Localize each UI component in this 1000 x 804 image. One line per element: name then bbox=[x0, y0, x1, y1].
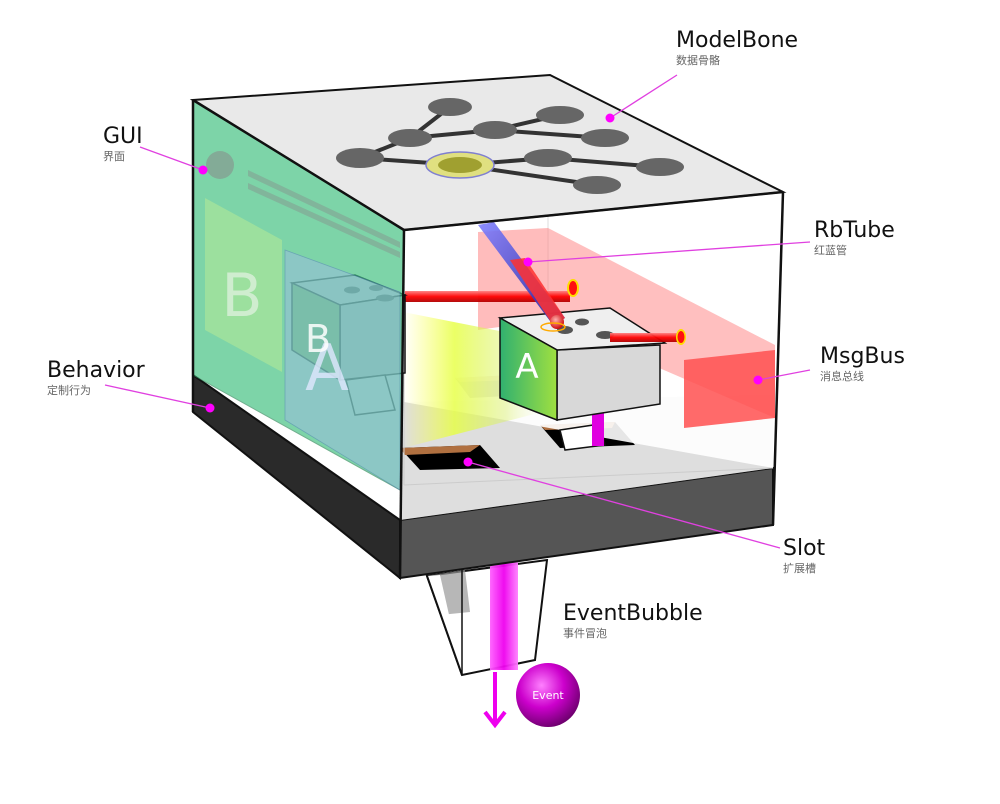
red-tube bbox=[405, 279, 686, 345]
module-a: A bbox=[497, 307, 668, 451]
label-msgbus-en: MsgBus bbox=[820, 344, 905, 369]
event-stem bbox=[425, 558, 549, 677]
label-modelbone-zh: 数据骨骼 bbox=[676, 54, 720, 67]
label-eventbubble-en: EventBubble bbox=[563, 601, 703, 626]
modelbone-lid bbox=[189, 73, 787, 232]
label-gui: GUI 界面 bbox=[103, 124, 143, 163]
tile-b-label: B bbox=[221, 261, 262, 331]
arrow-down-icon bbox=[483, 672, 507, 729]
box-frame bbox=[191, 98, 785, 579]
label-gui-zh: 界面 bbox=[103, 150, 125, 163]
label-eventbubble: EventBubble 事件冒泡 bbox=[563, 601, 703, 640]
label-slot-en: Slot bbox=[783, 536, 826, 561]
label-slot: Slot 扩展槽 bbox=[783, 536, 826, 575]
label-eventbubble-zh: 事件冒泡 bbox=[563, 627, 607, 640]
label-modelbone: ModelBone 数据骨骼 bbox=[676, 28, 799, 67]
callout-lines bbox=[104, 74, 811, 549]
label-rbtube-en: RbTube bbox=[814, 218, 895, 243]
label-behavior: Behavior 定制行为 bbox=[47, 358, 145, 397]
event-ball-label: Event bbox=[532, 689, 564, 702]
callout-dots bbox=[198, 113, 763, 467]
rb-tube bbox=[478, 222, 566, 332]
label-rbtube-zh: 红蓝管 bbox=[814, 244, 847, 257]
label-behavior-zh: 定制行为 bbox=[47, 384, 91, 397]
label-gui-en: GUI bbox=[103, 124, 143, 149]
label-rbtube: RbTube 红蓝管 bbox=[814, 218, 895, 257]
event-ball: Event bbox=[516, 663, 580, 727]
label-modelbone-en: ModelBone bbox=[676, 28, 799, 53]
label-msgbus-zh: 消息总线 bbox=[820, 370, 864, 383]
tile-a-ghost-label: A bbox=[305, 332, 349, 406]
tile-b-small-label: B bbox=[305, 317, 331, 361]
label-msgbus: MsgBus 消息总线 bbox=[820, 344, 905, 383]
tile-a-label: A bbox=[515, 347, 538, 387]
label-slot-zh: 扩展槽 bbox=[783, 562, 816, 575]
msgbus-panel bbox=[478, 228, 775, 428]
label-behavior-en: Behavior bbox=[47, 358, 145, 383]
